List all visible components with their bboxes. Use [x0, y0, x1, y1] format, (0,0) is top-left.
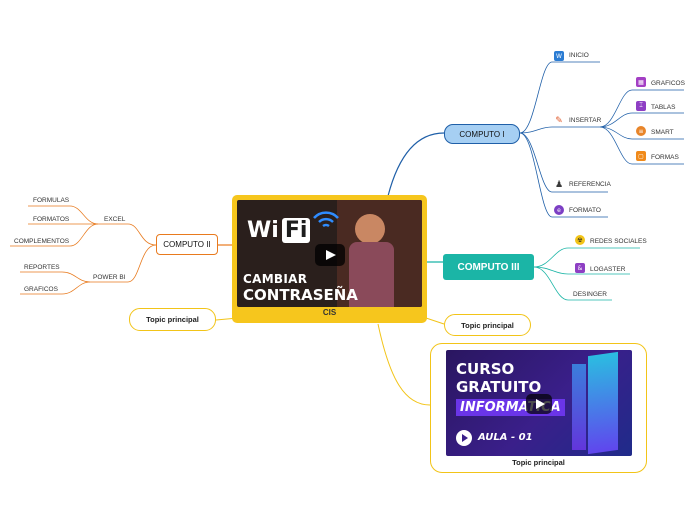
smart-icon: ≡: [636, 126, 646, 136]
insertar-item-tablas[interactable]: TABLAS: [651, 104, 676, 111]
radiation-icon: ☢: [575, 235, 585, 245]
computo-1-item-referencia[interactable]: REFERENCIA: [569, 181, 611, 188]
course-line-1: CURSO: [456, 360, 515, 378]
computo-2-node[interactable]: COMPUTO II: [156, 234, 218, 255]
computo-3-item-redes-sociales[interactable]: REDES SOCIALES: [590, 238, 647, 245]
computo-3-item-desinger[interactable]: DESINGER: [573, 291, 607, 298]
course-line-2: GRATUITO: [456, 378, 542, 396]
play-button[interactable]: [315, 244, 345, 266]
course-badge-play-icon: [456, 430, 472, 446]
course-play-button[interactable]: [526, 394, 552, 414]
computo-1-item-inicio[interactable]: INICIO: [569, 52, 589, 59]
topic-principal-bottom[interactable]: CURSO GRATUITO INFORMATICA AULA - 01 Top…: [430, 343, 647, 473]
chart-icon: ▦: [636, 77, 646, 87]
person-icon: ♟: [554, 180, 564, 190]
insertar-item-smart[interactable]: SMART: [651, 129, 674, 136]
excel-item-formulas[interactable]: FORMULAS: [33, 197, 70, 204]
computo-2-group-power-bi[interactable]: POWER BI: [93, 274, 126, 281]
computo-3-node[interactable]: COMPUTO III: [443, 254, 534, 280]
computo-1-item-insertar[interactable]: INSERTAR: [569, 117, 602, 124]
computo-1-node[interactable]: COMPUTO I: [444, 124, 520, 144]
central-label: CIS: [322, 308, 337, 317]
course-thumbnail[interactable]: CURSO GRATUITO INFORMATICA AULA - 01: [446, 350, 632, 456]
topic-principal-right[interactable]: Topic principal: [444, 314, 531, 336]
edge-icon: e: [554, 205, 564, 215]
power-bi-item-reportes[interactable]: REPORTES: [24, 264, 60, 271]
logaster-icon: &: [575, 263, 585, 273]
pencil-icon: ✎: [555, 116, 563, 126]
shapes-icon: ▢: [636, 151, 646, 161]
topic-principal-left[interactable]: Topic principal: [129, 308, 216, 331]
insertar-item-graficos[interactable]: GRAFICOS: [651, 80, 685, 87]
power-bi-item-graficos[interactable]: GRAFICOS: [24, 286, 58, 293]
computo-3-item-logaster[interactable]: LOGASTER: [590, 266, 626, 273]
computo-1-item-formato[interactable]: FORMATO: [569, 207, 601, 214]
wifi-icon: [311, 204, 341, 234]
thumbnail-caption-2: CONTRASEÑA: [243, 286, 358, 304]
thumbnail-caption-1: CAMBIAR: [243, 272, 308, 286]
excel-item-formatos[interactable]: FORMATOS: [33, 216, 70, 223]
insertar-item-formas[interactable]: FORMAS: [651, 154, 679, 161]
course-badge: AULA - 01: [478, 432, 533, 443]
excel-item-complementos[interactable]: COMPLEMENTOS: [14, 238, 70, 245]
computo-2-group-excel[interactable]: EXCEL: [104, 216, 126, 223]
topic-principal-bottom-label: Topic principal: [512, 458, 565, 467]
table-icon: ⌶: [636, 101, 646, 111]
word-icon: W: [554, 51, 564, 61]
